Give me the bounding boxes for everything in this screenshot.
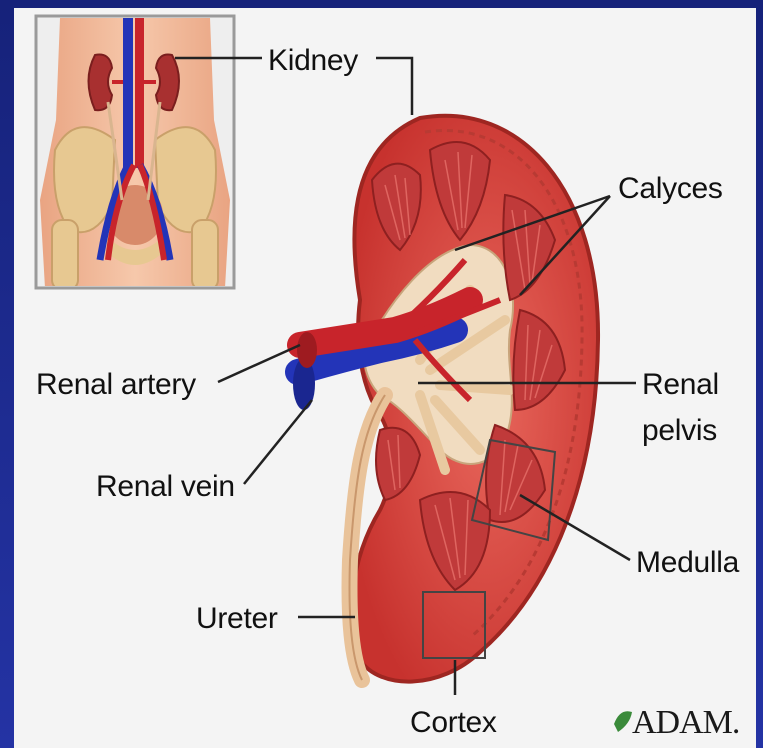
logo-text: ADAM.: [632, 704, 739, 741]
leaf-icon: [614, 711, 632, 732]
label-calyces: Calyces: [618, 172, 723, 205]
label-renal-pelvis-line1: Renal: [642, 368, 719, 401]
adam-logo: ADAM.: [614, 704, 739, 741]
label-kidney: Kidney: [268, 44, 358, 77]
label-renal-pelvis-line2: pelvis: [642, 414, 717, 447]
kidney-cross-section: [293, 116, 598, 682]
label-medulla: Medulla: [636, 546, 740, 579]
label-renal-artery: Renal artery: [36, 368, 196, 401]
label-renal-vein: Renal vein: [96, 470, 235, 503]
label-ureter: Ureter: [196, 602, 278, 635]
label-cortex: Cortex: [410, 706, 497, 739]
